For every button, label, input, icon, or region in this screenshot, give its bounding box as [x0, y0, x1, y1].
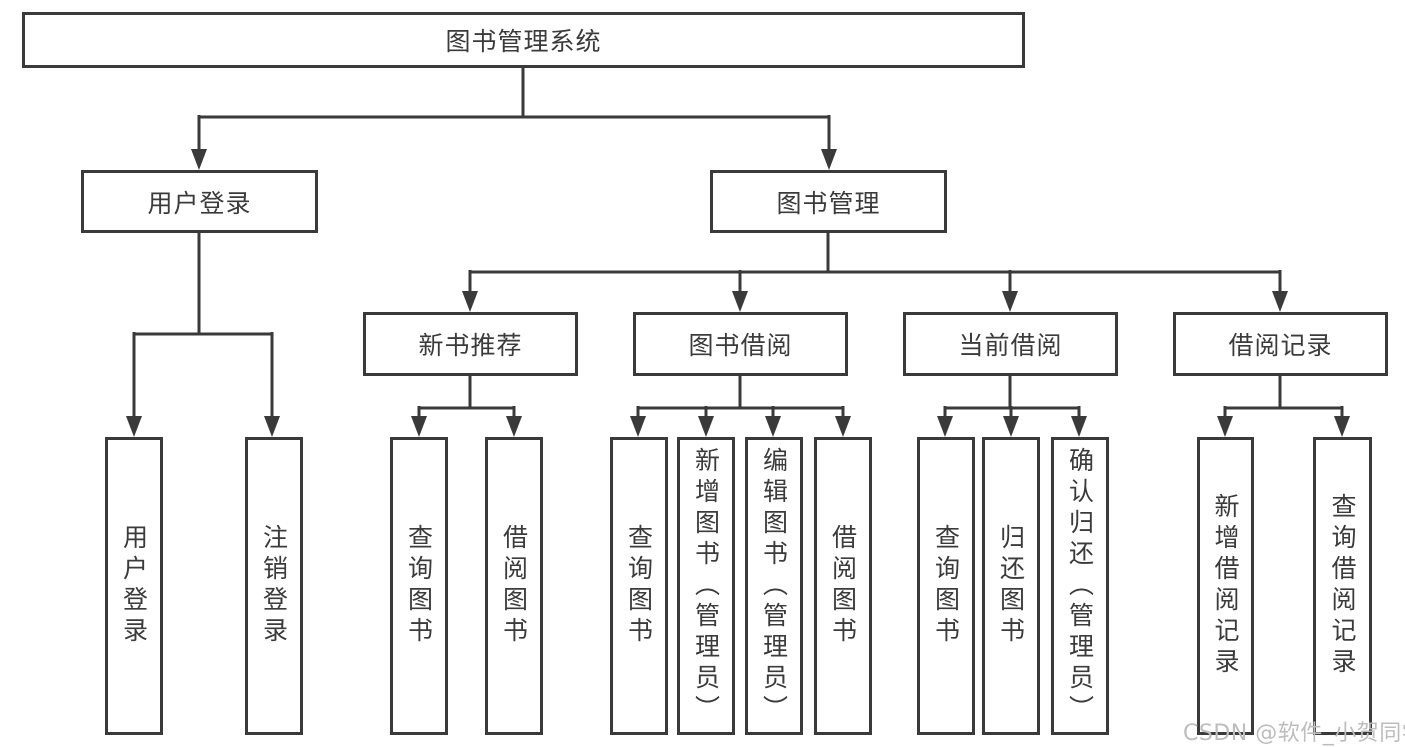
- leaf-user-login: 用户登录: [105, 437, 163, 735]
- node-label: 新增借阅记录: [1211, 493, 1240, 679]
- node-label: 图书管理: [776, 188, 881, 218]
- leaf-query-borrow-record: 查询借阅记录: [1313, 437, 1372, 735]
- node-label: 用户登录: [119, 524, 149, 648]
- node-label: 确认归还（管理员）: [1065, 446, 1095, 726]
- leaf-query-books-recommend: 查询图书: [390, 437, 448, 735]
- leaf-query-books-current: 查询图书: [917, 437, 975, 735]
- node-label: 用户登录: [147, 188, 252, 218]
- node-label: 查询图书: [624, 524, 654, 648]
- node-label: 查询图书: [931, 524, 961, 648]
- node-new-book-recommend: 新书推荐: [363, 312, 578, 376]
- node-current-borrow: 当前借阅: [903, 312, 1118, 376]
- node-label: 借阅图书: [499, 524, 529, 648]
- csdn-watermark: CSDN @软件_小贺同学: [1183, 721, 1405, 746]
- leaf-borrow-books-borrow: 借阅图书: [814, 437, 872, 735]
- arrowheads: [126, 149, 1350, 437]
- leaf-add-books-admin: 新增图书（管理员）: [677, 437, 735, 735]
- node-label: 查询图书: [404, 524, 434, 648]
- leaf-add-borrow-record: 新增借阅记录: [1197, 437, 1254, 735]
- node-library-management-system: 图书管理系统: [22, 12, 1025, 68]
- leaf-confirm-return-admin: 确认归还（管理员）: [1051, 437, 1109, 735]
- node-label: 新增图书（管理员）: [691, 446, 721, 726]
- leaf-logout-login: 注销登录: [245, 437, 303, 735]
- leaf-query-books-borrow: 查询图书: [610, 437, 668, 735]
- node-label: 图书借阅: [688, 331, 793, 360]
- node-label: 查询借阅记录: [1328, 493, 1357, 679]
- node-label: 当前借阅: [958, 331, 1063, 360]
- node-book-borrow: 图书借阅: [633, 312, 848, 376]
- node-label: 注销登录: [259, 524, 289, 648]
- node-borrow-records: 借阅记录: [1173, 312, 1388, 376]
- node-label: 图书管理系统: [445, 27, 602, 56]
- node-label: 新书推荐: [418, 331, 523, 360]
- node-label: 归还图书: [996, 524, 1026, 648]
- node-label: 编辑图书（管理员）: [759, 446, 789, 726]
- node-label: 借阅图书: [828, 524, 858, 648]
- node-book-management: 图书管理: [710, 170, 947, 233]
- node-user-login: 用户登录: [81, 170, 318, 233]
- leaf-return-books: 归还图书: [982, 437, 1040, 735]
- leaf-borrow-books-recommend: 借阅图书: [485, 437, 543, 735]
- node-label: 借阅记录: [1228, 331, 1333, 360]
- leaf-edit-books-admin: 编辑图书（管理员）: [745, 437, 803, 735]
